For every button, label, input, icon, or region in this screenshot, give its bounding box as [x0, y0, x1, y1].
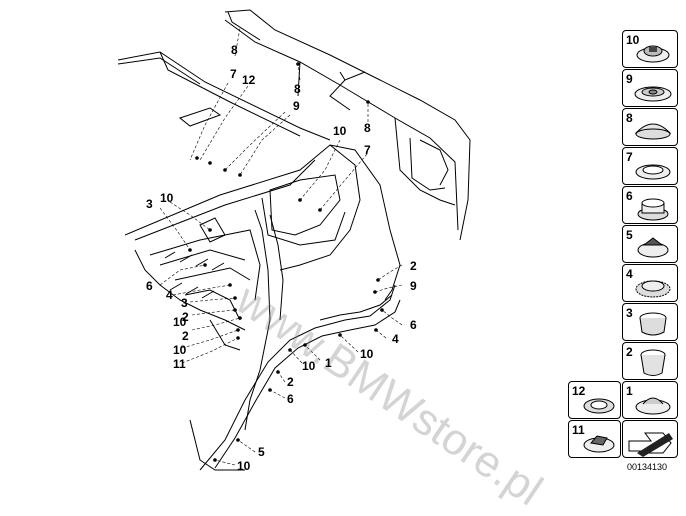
flat-ring-plug-icon [634, 86, 672, 102]
callout-8: 8 [294, 82, 301, 96]
next-page-arrow-icon [628, 432, 673, 457]
next-page-button[interactable] [622, 420, 678, 458]
split-grommet-icon [637, 237, 669, 258]
legend-item-5[interactable]: 5 [622, 225, 678, 263]
legend-number: 10 [626, 33, 640, 47]
legend-number: 5 [626, 228, 633, 242]
grommet-slotted-icon [636, 45, 670, 63]
callout-10: 10 [302, 359, 316, 373]
diagram-id: 00134130 [627, 462, 668, 472]
callout-6: 6 [287, 392, 294, 406]
callout-9: 9 [410, 279, 417, 293]
callout-10: 10 [160, 191, 174, 205]
ring-grommet-icon [583, 398, 615, 414]
callout-10: 10 [237, 459, 251, 473]
legend-number: 3 [626, 306, 633, 320]
dome-plug-icon [634, 123, 672, 140]
legend-item-1[interactable]: 1 [622, 381, 678, 419]
callout-5: 5 [258, 445, 265, 459]
callout-10: 10 [173, 343, 187, 357]
legend-number: 1 [626, 384, 633, 398]
callout-2: 2 [410, 259, 417, 273]
callout-7: 7 [364, 143, 371, 157]
legend-number: 7 [626, 150, 633, 164]
callout-12: 12 [242, 73, 256, 87]
callout-6: 6 [410, 318, 417, 332]
callout-10: 10 [173, 315, 187, 329]
callout-7: 7 [230, 67, 237, 81]
cup-plug-icon [639, 312, 667, 336]
callout-2: 2 [287, 375, 294, 389]
legend-item-12[interactable]: 12 [568, 381, 621, 419]
callout-3: 3 [181, 296, 188, 310]
legend-number: 11 [572, 423, 585, 437]
callout-9: 9 [293, 99, 300, 113]
callout-8: 8 [231, 43, 238, 57]
callout-4: 4 [392, 332, 399, 346]
legend-item-3[interactable]: 3 [622, 303, 678, 341]
rubber-plug-icon [635, 397, 671, 415]
legend-item-9[interactable]: 9 [622, 69, 678, 107]
legend-item-2[interactable]: 2 [622, 342, 678, 380]
legend-item-10[interactable]: 10 [622, 30, 678, 68]
deep-cup-plug-icon [640, 349, 666, 376]
callout-10: 10 [360, 347, 374, 361]
callout-2: 2 [182, 329, 189, 343]
legend-item-4[interactable]: 4 [622, 264, 678, 302]
legend-item-8[interactable]: 8 [622, 108, 678, 146]
callout-1: 1 [325, 356, 332, 370]
callout-3: 3 [146, 197, 153, 211]
body-panel-drawing [117, 9, 471, 471]
ribbed-plug-icon [635, 280, 671, 298]
legend-item-11[interactable]: 11 [568, 420, 621, 458]
legend-number: 8 [626, 111, 633, 125]
callout-2: 2 [182, 310, 189, 324]
callout-4: 4 [166, 288, 173, 302]
flat-cap-plug-icon [635, 164, 671, 180]
oval-grommet-icon [583, 435, 615, 453]
callout-8: 8 [364, 121, 371, 135]
legend-number: 6 [626, 189, 633, 203]
callout-10: 10 [333, 124, 347, 138]
legend-number: 9 [626, 72, 633, 86]
callout-6: 6 [146, 279, 153, 293]
legend-item-6[interactable]: 6 [622, 186, 678, 224]
parts-diagram: www.BMWstore.pl 8 7 12 8 9 10 8 7 3 10 6… [117, 9, 678, 515]
callout-11: 11 [173, 357, 186, 371]
legend-number: 4 [626, 267, 633, 281]
stepped-plug-icon [637, 198, 669, 221]
legend-number: 12 [572, 384, 586, 398]
legend-item-7[interactable]: 7 [622, 147, 678, 185]
legend-number: 2 [626, 345, 633, 359]
